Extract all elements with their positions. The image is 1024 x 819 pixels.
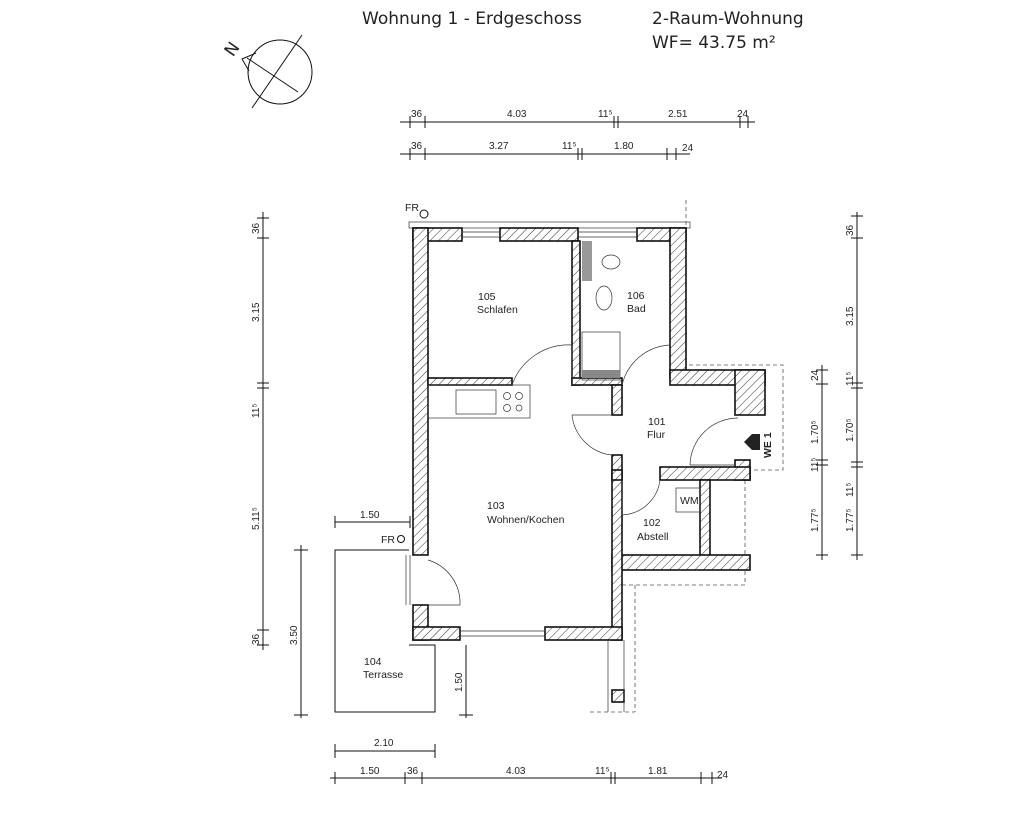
north-label: N bbox=[221, 39, 245, 61]
dimension-left: 36 3.15 11⁵ 5.11⁵ 36 bbox=[251, 212, 269, 650]
sink-icon bbox=[455, 389, 497, 415]
dimension-bottom: 1.50 36 4.03 11⁵ 1.81 24 bbox=[330, 766, 729, 784]
dimension-label: 104 bbox=[364, 656, 382, 668]
dimension-label: 11⁵ bbox=[845, 371, 856, 386]
wm-label: WM bbox=[680, 495, 699, 507]
dimension-label: 102 bbox=[643, 517, 661, 529]
room-schlafen: 105 Schlafen bbox=[477, 291, 518, 316]
windows bbox=[405, 231, 637, 712]
bath-fixtures bbox=[581, 241, 621, 381]
kitchen-counter bbox=[427, 384, 531, 419]
dimension-label: Abstell bbox=[637, 531, 669, 543]
dimension-label: 1.70⁵ bbox=[810, 420, 821, 444]
dimension-top-outer: 36 4.03 11⁵ 2.51 24 bbox=[400, 109, 755, 128]
dimension-label: 24 bbox=[682, 143, 694, 154]
dimension-label: 24 bbox=[810, 369, 821, 381]
washing-machine-icon bbox=[675, 487, 701, 513]
doors bbox=[427, 344, 739, 606]
dimension-label: 36 bbox=[407, 766, 419, 777]
dimension-label: 11⁵ bbox=[845, 482, 856, 497]
dimension-label: 1.50 bbox=[454, 672, 465, 692]
dimension-top-inner: 36 3.27 11⁵ 1.80 24 bbox=[400, 141, 694, 160]
dimension-label: 1.50 bbox=[360, 510, 380, 521]
dimension-label: 1.77⁵ bbox=[810, 508, 821, 532]
room-terrasse: 104 Terrasse bbox=[363, 656, 403, 681]
room-wohnen-kochen: 103 Wohnen/Kochen bbox=[487, 500, 565, 526]
stove-icon bbox=[503, 392, 523, 412]
washbasin-icon bbox=[595, 285, 613, 311]
dimension-label: 1.80 bbox=[614, 141, 634, 152]
dimension-label: 11⁵ bbox=[562, 141, 577, 152]
shower-icon bbox=[581, 331, 621, 381]
dimension-label: 36 bbox=[251, 222, 262, 234]
dimension-label: 101 bbox=[648, 416, 666, 428]
dimension-label: 36 bbox=[411, 141, 423, 152]
dimension-label: 36 bbox=[845, 224, 856, 236]
dimension-label: 3.50 bbox=[289, 625, 300, 645]
dimension-label: Bad bbox=[627, 303, 646, 315]
dimension-label: 24 bbox=[717, 770, 729, 781]
dimension-label: 105 bbox=[478, 291, 496, 303]
plan-title: Wohnung 1 - Erdgeschoss bbox=[362, 9, 582, 29]
dimension-label: 5.11⁵ bbox=[251, 507, 262, 530]
downpipe-icon bbox=[419, 209, 429, 219]
dimension-label: 24 bbox=[737, 109, 749, 120]
dimension-label: 11⁵ bbox=[598, 109, 613, 120]
dimension-label: 4.03 bbox=[506, 766, 526, 777]
downpipe-icon bbox=[397, 535, 405, 543]
walls bbox=[412, 227, 766, 703]
dimension-label: 1.70⁵ bbox=[845, 418, 856, 442]
dimension-label: 1.50 bbox=[360, 766, 380, 777]
fr-label-top: FR bbox=[405, 202, 419, 214]
terrace-outline bbox=[334, 549, 436, 713]
room-flur: 101 Flur bbox=[647, 416, 666, 441]
dimension-label: Flur bbox=[647, 429, 666, 441]
unit-type: 2-Raum-Wohnung bbox=[652, 9, 804, 29]
entrance-marker: WE 1 bbox=[744, 432, 774, 458]
dimension-label: WE 1 bbox=[762, 432, 774, 458]
dimension-label: Wohnen/Kochen bbox=[487, 514, 565, 526]
dimension-label: 103 bbox=[487, 500, 505, 512]
dimension-label: 4.03 bbox=[507, 109, 527, 120]
room-bad: 106 Bad bbox=[627, 290, 646, 315]
dimension-label: 1.81 bbox=[648, 766, 668, 777]
dimension-label: 3.15 bbox=[845, 306, 856, 326]
dimension-label: 3.15 bbox=[251, 302, 262, 322]
living-area: WF= 43.75 m² bbox=[652, 33, 776, 53]
dimension-label: 11⁵ bbox=[251, 403, 262, 418]
dimension-label: 11⁵ bbox=[810, 457, 821, 472]
north-arrow-icon: N bbox=[221, 34, 313, 109]
dimension-label: 3.27 bbox=[489, 141, 509, 152]
dimension-label: Schlafen bbox=[477, 304, 518, 316]
dimension-label: 2.51 bbox=[668, 109, 688, 120]
dimension-label: 11⁵ bbox=[595, 766, 610, 777]
dimension-label: 36 bbox=[411, 109, 423, 120]
dimension-label: 36 bbox=[251, 633, 262, 645]
roof-edge bbox=[408, 221, 691, 229]
room-abstell: 102 Abstell bbox=[637, 517, 669, 543]
fr-label-terrace: FR bbox=[381, 534, 395, 546]
dimension-right-inner: 24 1.70⁵ 11⁵ 1.77⁵ bbox=[810, 365, 828, 560]
dimension-right-outer: 36 3.15 11⁵ 1.70⁵ 11⁵ 1.77⁵ bbox=[845, 212, 863, 560]
dimension-label: 2.10 bbox=[374, 738, 394, 749]
dimension-terrace: 1.50 3.50 1.50 2.10 bbox=[289, 510, 473, 758]
dimension-label: 106 bbox=[627, 290, 645, 302]
dimension-label: Terrasse bbox=[363, 669, 403, 681]
dimension-label: 1.77⁵ bbox=[845, 508, 856, 532]
toilet-icon bbox=[601, 254, 621, 270]
